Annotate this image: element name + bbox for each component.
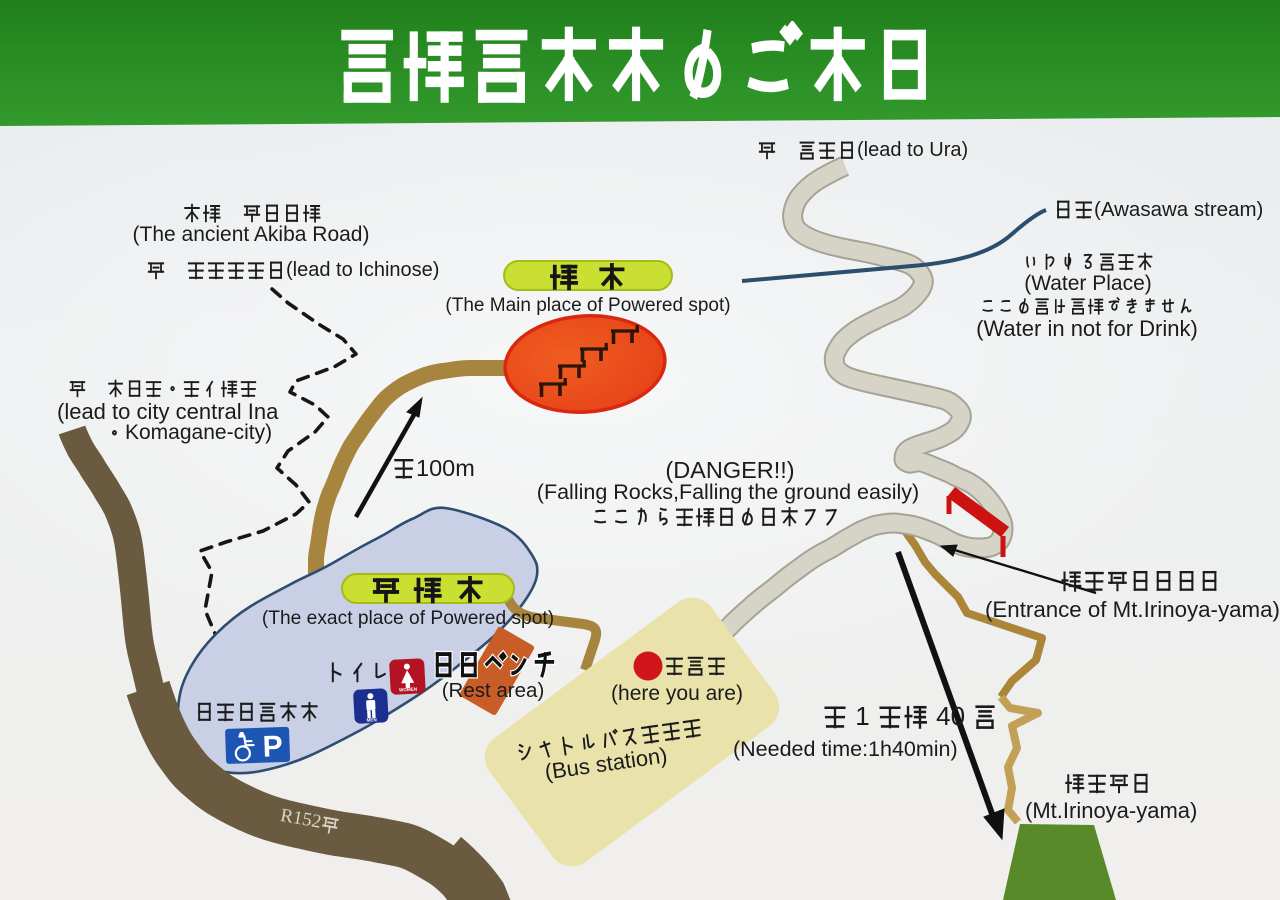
svg-text:P: P [262,730,283,764]
svg-text:WOMEN: WOMEN [399,687,418,693]
svg-text:MEN: MEN [366,717,377,723]
